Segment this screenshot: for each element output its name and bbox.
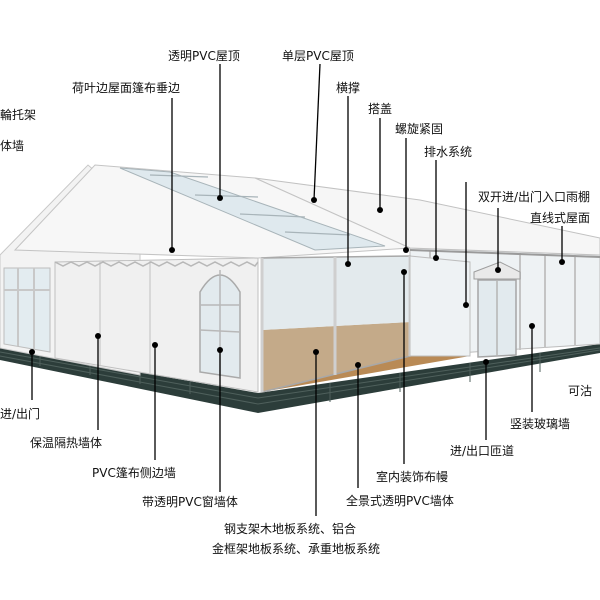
label-cross-brace: 横撑 [336, 80, 360, 95]
transparent-roof-ribs [149, 174, 351, 236]
label-pvc-window-wall: 带透明PVC窗墙体 [142, 495, 238, 509]
left-glass-panel [3, 267, 51, 353]
label-single-pvc-roof: 单层PVC屋顶 [282, 49, 354, 63]
label-floor-line1: 钢支架木地板系统、铝合 [224, 521, 356, 536]
label-straight-roof: 直线式屋面 [530, 211, 590, 225]
label-entrance-passage: 进/出口匝道 [450, 444, 514, 458]
label-floor-line2: 金框架地板系统、承重地板系统 [212, 541, 380, 556]
label-insulated-wall: 保温隔热墙体 [30, 436, 102, 450]
label-interior-drape: 室内装饰布幔 [376, 469, 448, 484]
label-transparent-pvc-roof: 透明PVC屋顶 [168, 49, 240, 63]
label-lap-cover: 搭盖 [368, 102, 392, 116]
leader-lines [31, 63, 563, 516]
label-screw-fixing: 螺旋紧固 [395, 122, 443, 136]
transparent-roof-strip [119, 167, 386, 251]
front-wall-seams [99, 260, 151, 373]
label-wall-body: 体墙 [0, 139, 24, 153]
leader-dots [29, 195, 565, 368]
floor-grid [0, 347, 600, 405]
label-lotus-edge-drape: 荷叶边屋面篷布垂边 [72, 80, 180, 95]
label-drainage: 排水系统 [424, 145, 472, 159]
left-glass-mullions [4, 268, 50, 349]
label-vertical-glass-wall: 竖装玻璃墙 [510, 417, 570, 431]
label-entrance-exit-door: 进/出门 [0, 406, 40, 421]
lotus-edge-valance [54, 261, 259, 267]
right-gable-frame [409, 255, 471, 357]
label-panoramic-wall: 全景式透明PVC墙体 [346, 493, 454, 508]
label-support-frame: 輪托架 [0, 107, 36, 122]
right-roof-edge [409, 249, 600, 258]
label-double-entrance-canopy: 双开进/出门入口雨棚 [478, 189, 590, 204]
label-removable: 可沽 [568, 384, 592, 398]
label-pvc-side-wall: PVC篷布侧边墙 [92, 465, 176, 480]
